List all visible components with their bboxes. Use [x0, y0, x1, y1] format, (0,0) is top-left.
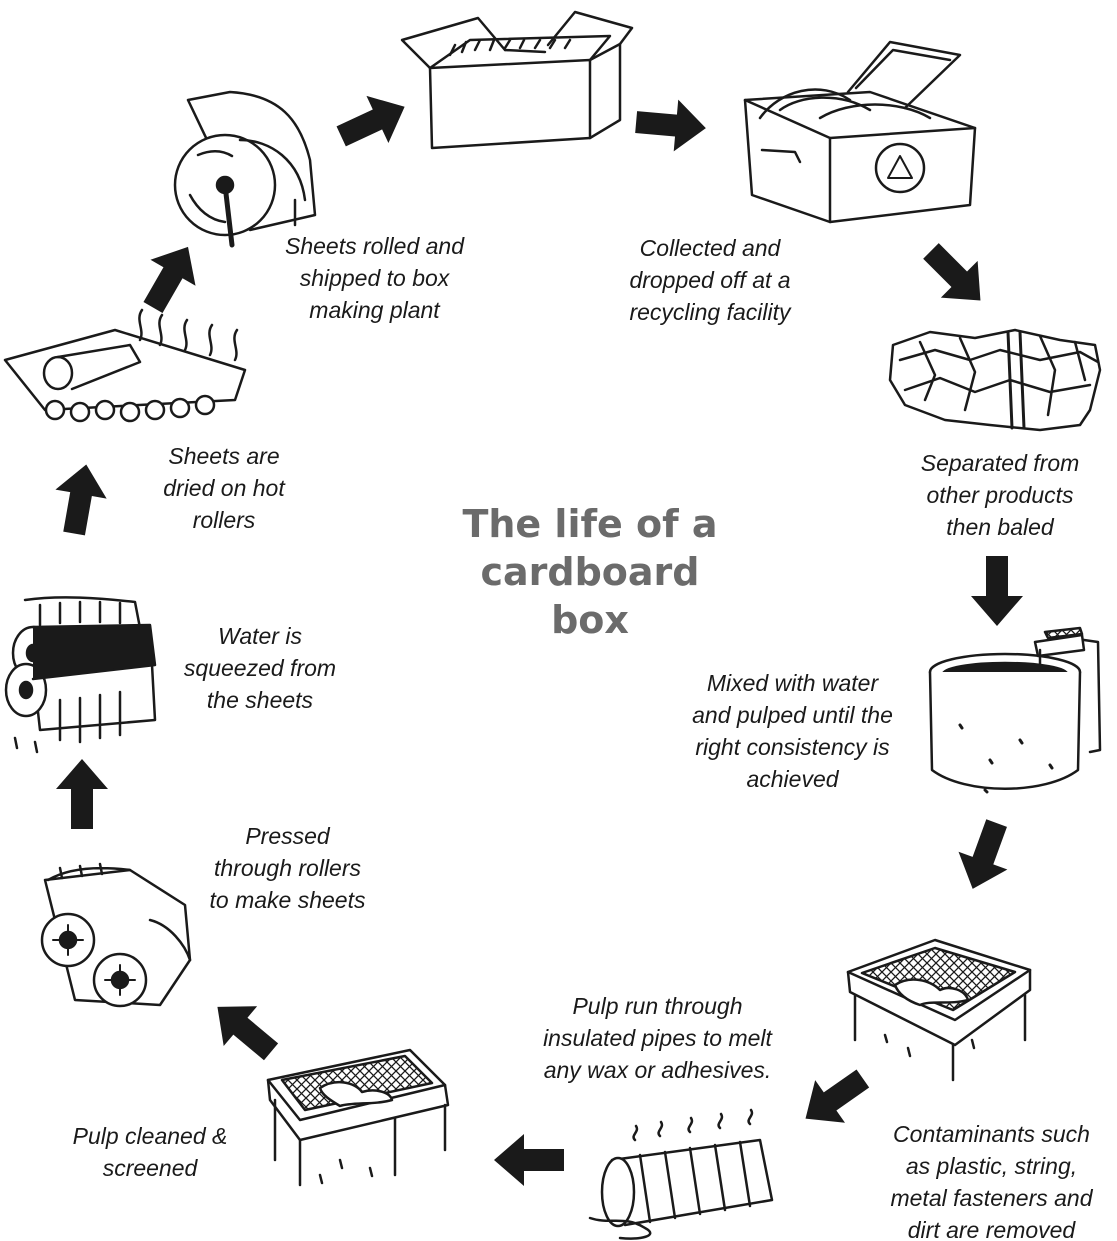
screen-table-icon — [848, 940, 1030, 1080]
title-line: The life of a — [420, 500, 760, 548]
screen-table-icon — [268, 1050, 448, 1185]
arrow-paper-roll-to-box — [330, 83, 415, 160]
title-line: cardboard — [420, 548, 760, 596]
caption-line: Mixed with water — [665, 667, 920, 699]
caption-collected: Collected and dropped off at a recycling… — [595, 232, 825, 328]
caption-water-squeezed: Water is squeezed from the sheets — [160, 620, 360, 716]
caption-line: dirt are removed — [868, 1214, 1115, 1241]
caption-separated: Separated from other products then baled — [895, 447, 1105, 543]
paper-roll-icon — [175, 92, 315, 245]
arrow-bin-to-bale — [913, 233, 999, 319]
arrow-pipe-to-screen — [494, 1134, 564, 1186]
caption-line: through rollers — [185, 852, 390, 884]
caption-line: Pulp cleaned & — [50, 1120, 250, 1152]
insulated-pipe-icon — [590, 1110, 772, 1239]
caption-pulp-cleaned: Pulp cleaned & screened — [50, 1120, 250, 1184]
caption-dried: Sheets are dried on hot rollers — [138, 440, 310, 536]
caption-line: right consistency is — [665, 731, 920, 763]
arrow-screen-to-press — [201, 987, 288, 1072]
caption-line: rollers — [138, 504, 310, 536]
caption-line: Sheets rolled and — [262, 230, 487, 262]
caption-line: recycling facility — [595, 296, 825, 328]
caption-mixed: Mixed with water and pulped until the ri… — [665, 667, 920, 795]
press-rollers-icon — [42, 864, 190, 1006]
caption-line: Contaminants such — [868, 1118, 1115, 1150]
caption-line: the sheets — [160, 684, 360, 716]
caption-line: as plastic, string, — [868, 1150, 1115, 1182]
bale-icon — [890, 330, 1100, 430]
caption-line: any wax or adhesives. — [510, 1054, 805, 1086]
caption-pulp-pipes: Pulp run through insulated pipes to melt… — [510, 990, 805, 1086]
caption-line: making plant — [262, 294, 487, 326]
caption-line: other products — [895, 479, 1105, 511]
caption-line: screened — [50, 1152, 250, 1184]
arrow-bale-to-tank — [971, 556, 1023, 626]
arrow-dryer-to-roll — [130, 234, 210, 321]
caption-pressed: Pressed through rollers to make sheets — [185, 820, 390, 916]
caption-rolled: Sheets rolled and shipped to box making … — [262, 230, 487, 326]
arrow-press-to-wringer — [56, 759, 108, 829]
water-tank-icon — [930, 628, 1100, 792]
arrow-box-to-bin — [634, 96, 708, 154]
caption-line: insulated pipes to melt — [510, 1022, 805, 1054]
caption-line: achieved — [665, 763, 920, 795]
cardboard-box-icon — [402, 12, 632, 148]
arrow-tank-to-screen — [948, 814, 1021, 898]
caption-line: to make sheets — [185, 884, 390, 916]
caption-line: Pulp run through — [510, 990, 805, 1022]
wringer-rollers-icon — [6, 597, 155, 752]
caption-line: shipped to box — [262, 262, 487, 294]
caption-line: squeezed from — [160, 652, 360, 684]
recycling-bin-icon — [745, 42, 975, 222]
arrow-wringer-to-dryer — [48, 460, 111, 538]
caption-line: dropped off at a — [595, 264, 825, 296]
caption-line: Pressed — [185, 820, 390, 852]
caption-line: then baled — [895, 511, 1105, 543]
caption-line: and pulped until the — [665, 699, 920, 731]
caption-line: Separated from — [895, 447, 1105, 479]
hot-rollers-icon — [5, 310, 245, 421]
caption-contaminants: Contaminants such as plastic, string, me… — [868, 1118, 1115, 1241]
caption-line: dried on hot — [138, 472, 310, 504]
caption-line: Water is — [160, 620, 360, 652]
diagram-title: The life of a cardboard box — [420, 500, 760, 644]
caption-line: metal fasteners and — [868, 1182, 1115, 1214]
title-line: box — [420, 596, 760, 644]
caption-line: Sheets are — [138, 440, 310, 472]
caption-line: Collected and — [595, 232, 825, 264]
